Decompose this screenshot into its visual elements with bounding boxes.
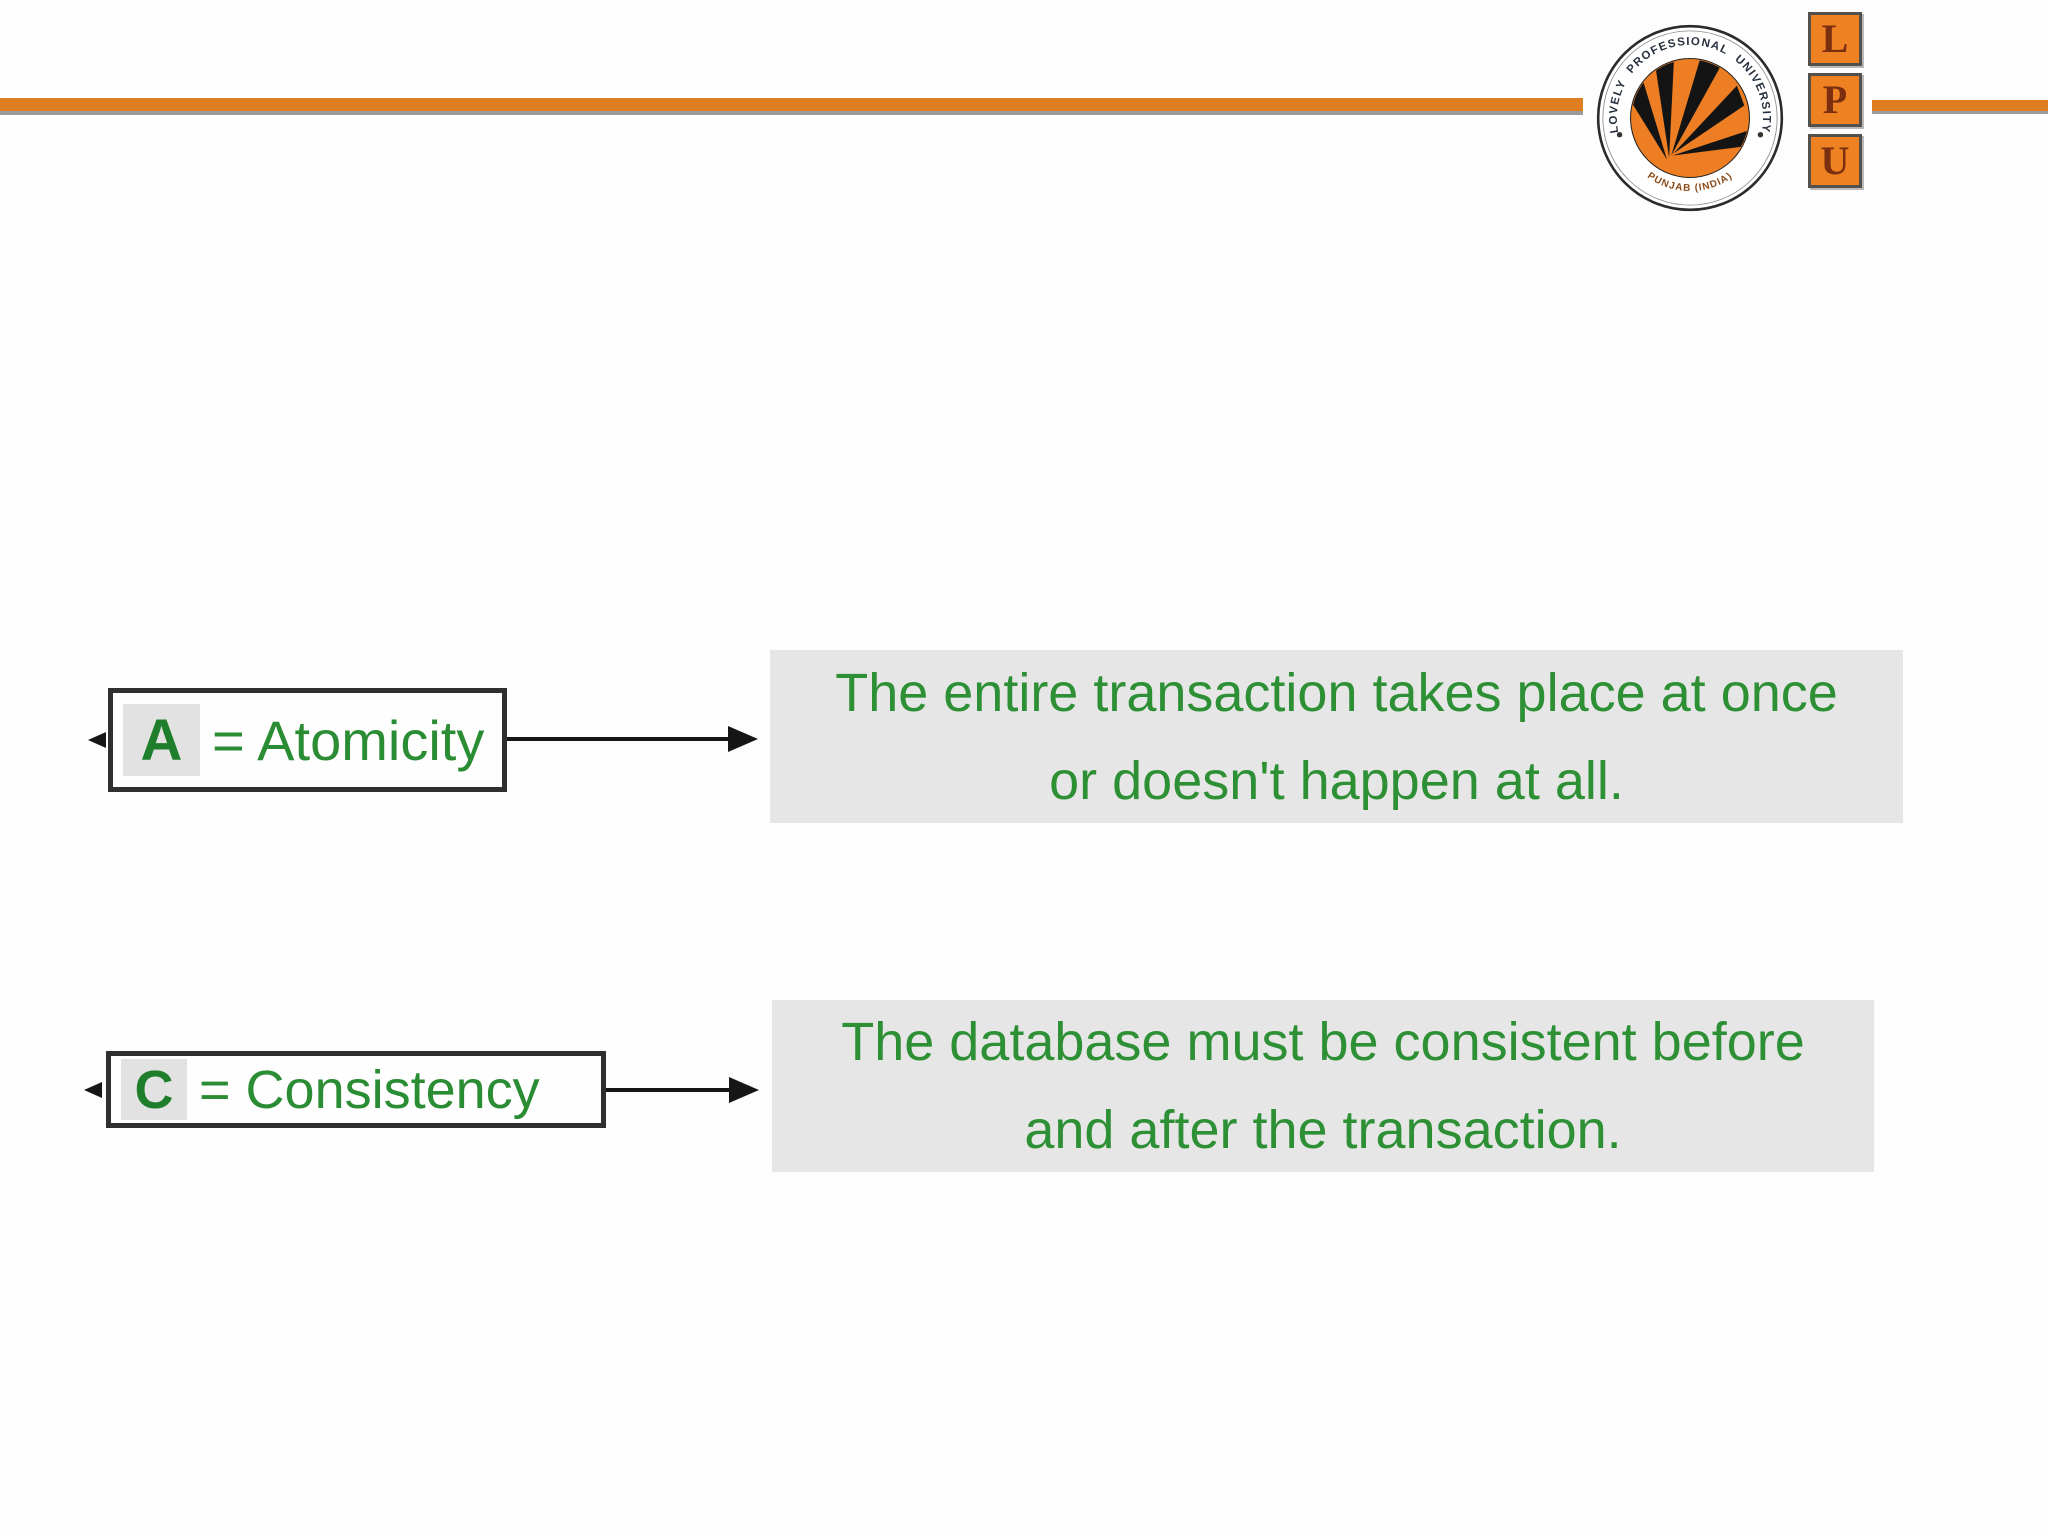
- term-box-consistency: C = Consistency: [106, 1051, 606, 1128]
- incoming-arrow-stub-icon: [88, 732, 106, 748]
- seal-right-dot-icon: [1757, 131, 1764, 138]
- term-label: = Atomicity: [212, 708, 485, 772]
- lpu-letter: U: [1820, 138, 1850, 183]
- arrowhead-right-icon: [728, 726, 758, 752]
- incoming-arrow-stub-icon: [84, 1082, 102, 1098]
- seal-left-dot-icon: [1616, 131, 1623, 138]
- description-line: and after the transaction.: [1024, 1100, 1622, 1160]
- term-letter-chip: C: [121, 1059, 187, 1120]
- arrowhead-right-icon: [729, 1077, 759, 1103]
- lpu-square-u: U: [1808, 134, 1862, 188]
- lpu-letter: P: [1822, 77, 1848, 122]
- description-line: The entire transaction takes place at on…: [835, 662, 1838, 723]
- lpu-square-p: P: [1808, 73, 1862, 127]
- term-label: = Consistency: [199, 1059, 540, 1120]
- connector-line: [606, 1088, 729, 1092]
- term-box-atomicity: A = Atomicity: [108, 688, 507, 792]
- description-line: or doesn't happen at all.: [1049, 750, 1624, 811]
- header-rule-left: [0, 98, 1583, 115]
- description-line: The database must be consistent before: [841, 1012, 1805, 1072]
- term-letter-chip: A: [123, 704, 200, 776]
- lpu-letter-mark: L P U: [1808, 12, 1862, 188]
- description-box-atomicity: The entire transaction takes place at on…: [770, 650, 1903, 823]
- description-box-consistency: The database must be consistent before a…: [772, 1000, 1874, 1172]
- connector-line: [507, 737, 728, 741]
- lpu-letter: L: [1821, 16, 1849, 61]
- university-seal-logo: LOVELY PROFESSIONAL UNIVERSITY PUNJAB (I…: [1596, 24, 1784, 212]
- header-rule-right: [1872, 100, 2048, 114]
- lpu-square-l: L: [1808, 12, 1862, 66]
